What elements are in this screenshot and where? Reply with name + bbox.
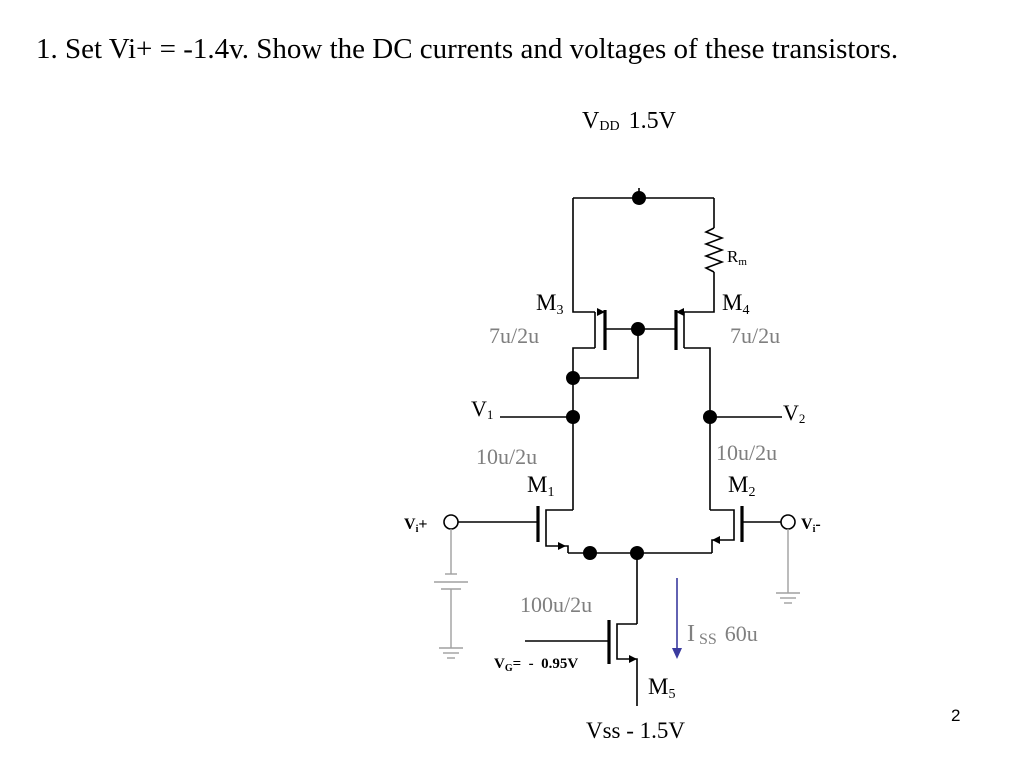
m2-label: M2: [728, 472, 755, 500]
m3-size-label: 7u/2u: [489, 323, 539, 348]
junction-dots: [566, 191, 717, 560]
m3-drain-wire: [572, 347, 595, 378]
m4-source-wire: [684, 272, 715, 313]
vss-label: Vss - 1.5V: [586, 718, 685, 743]
vi-plus-label: Vi+: [404, 516, 427, 535]
m2-channel-wire: [710, 509, 735, 553]
v1-junction-dot: [566, 410, 580, 424]
m5-label: M5: [648, 674, 675, 702]
tail-junction-dot-right: [630, 546, 644, 560]
tail-junction-dot-left: [583, 546, 597, 560]
vdd-junction-dot: [632, 191, 646, 205]
v2-label: V2: [783, 400, 805, 426]
m4-size-label: 7u/2u: [730, 323, 780, 348]
m5-size-label: 100u/2u: [520, 592, 592, 617]
m4-source-arrow-icon: [676, 308, 684, 316]
diode-connection-wire: [573, 329, 639, 379]
iss-current-arrow-icon: [672, 578, 682, 659]
m1-label: M1: [527, 472, 554, 500]
m3-label: M3: [536, 290, 563, 318]
rm-label: Rm: [727, 247, 747, 268]
m1-source-arrow-icon: [558, 542, 566, 550]
m2-source-arrow-icon: [712, 536, 720, 544]
m2-size-label: 10u/2u: [716, 440, 777, 465]
vi-minus-label: Vi-: [801, 516, 821, 535]
m1-channel-wire: [545, 509, 573, 553]
m4-label: M4: [722, 290, 749, 318]
vi-minus-terminal-icon: [780, 514, 796, 530]
gate-junction-dot: [631, 322, 645, 336]
v1-label: V1: [471, 396, 493, 422]
m3-drain-junction-dot: [566, 371, 580, 385]
rm-resistor-zigzag: [703, 227, 725, 273]
m3-source-arrow-icon: [597, 308, 605, 316]
m1-size-label: 10u/2u: [476, 444, 537, 469]
vi-minus-ground-icon: [776, 529, 800, 604]
m3-source-wire: [572, 198, 595, 313]
vg-bias-label: VG= - 0.95V: [494, 656, 578, 674]
circuit-wires: [458, 188, 782, 706]
m4-drain-wire: [684, 347, 711, 418]
v2-junction-dot: [703, 410, 717, 424]
vi-plus-terminal-icon: [443, 514, 459, 530]
transistor-arrows: [558, 308, 720, 663]
slide-title: 1. Set Vi+ = -1.4v. Show the DC currents…: [36, 33, 899, 65]
m5-source-arrow-icon: [629, 655, 637, 663]
vi-plus-source-ground-icon: [434, 529, 468, 659]
page-number: 2: [951, 706, 961, 725]
m5-channel-wire: [616, 623, 638, 706]
